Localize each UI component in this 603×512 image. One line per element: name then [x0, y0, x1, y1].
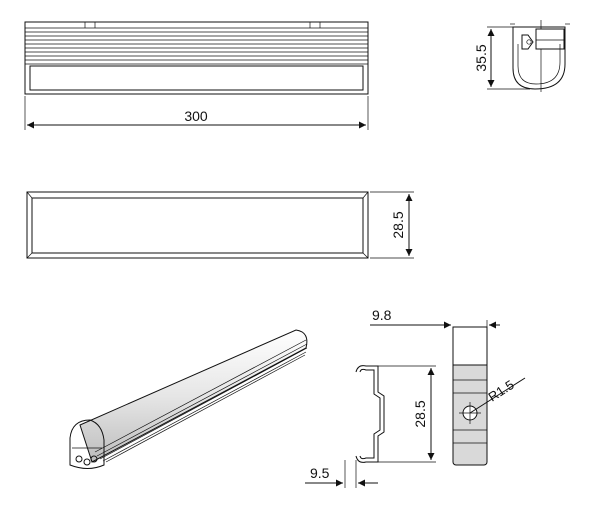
dimension-front-height: 28.5	[370, 191, 414, 259]
dimension-clip-height-label: 28.5	[412, 400, 428, 427]
dimension-clip-width: 9.8	[370, 307, 500, 330]
isometric-view	[69, 329, 308, 469]
dimension-front-height-label: 28.5	[390, 211, 406, 238]
top-view	[24, 21, 369, 95]
side-view	[510, 20, 570, 92]
dimension-clip-base: 9.5	[305, 460, 378, 488]
dimension-length-label: 300	[184, 108, 208, 124]
top-view-outline	[24, 21, 369, 95]
dimension-side-height-label: 35.5	[473, 44, 489, 71]
dimension-clip-height: 28.5	[378, 365, 436, 463]
top-view-fins	[25, 27, 368, 65]
clip-front	[452, 326, 488, 466]
dimension-radius-label: R1.5	[485, 377, 516, 405]
dimension-side-height: 35.5	[473, 26, 530, 90]
dimension-clip-width-label: 9.8	[372, 307, 392, 323]
front-view	[26, 191, 369, 259]
dimension-clip-base-label: 9.5	[310, 465, 330, 481]
dimension-length: 300	[24, 96, 369, 130]
iso-fins	[94, 339, 308, 463]
clip-profile	[355, 365, 385, 463]
front-view-outline	[26, 191, 369, 259]
